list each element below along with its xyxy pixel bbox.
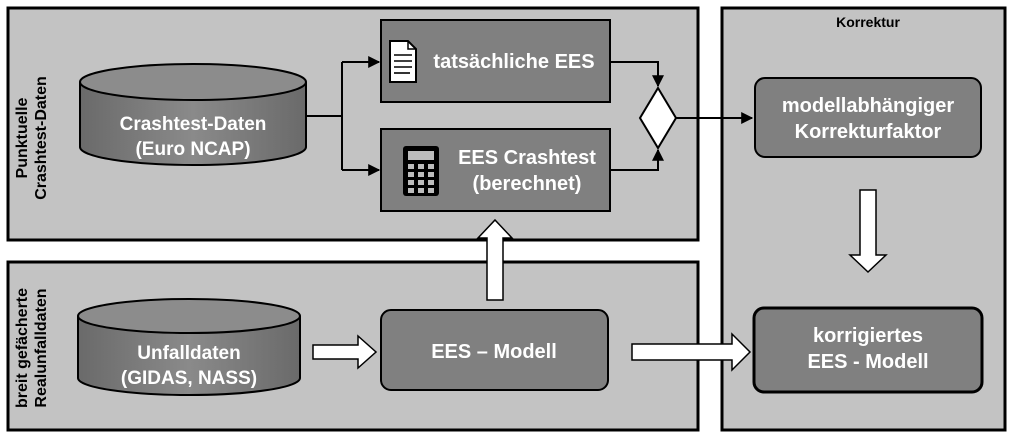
crashtest-db-label-1: Crashtest-Daten <box>120 114 267 135</box>
crashtest-db-label-2: (Euro NCAP) <box>135 139 250 160</box>
document-icon <box>389 40 417 83</box>
correction-factor-label-2: Korrekturfaktor <box>795 121 942 143</box>
block-arrow-model-to-crashtest <box>476 218 514 301</box>
accident-db-label-1: Unfalldaten <box>137 343 240 364</box>
panel-title-korrektur: Korrektur <box>836 14 900 30</box>
panel-label-crashtest-1: Punktuelle <box>14 97 31 178</box>
ees-model-box: EES – Modell <box>380 309 609 391</box>
corrected-model-label-1: korrigiertes <box>813 325 923 347</box>
actual-ees-label: tatsächliche EES <box>433 51 594 73</box>
correction-factor-box: modellabhängiger Korrekturfaktor <box>754 77 982 158</box>
ees-model-label: EES – Modell <box>431 341 557 363</box>
ees-crashtest-box: EES Crashtest (berechnet) <box>380 128 611 212</box>
corrected-model-box: korrigiertes EES - Modell <box>752 306 984 394</box>
accident-database: Unfalldaten (GIDAS, NASS) <box>77 298 301 396</box>
connector-boxes-to-diamond <box>610 61 664 171</box>
actual-ees-box: tatsächliche EES <box>380 19 611 103</box>
ees-crashtest-label-1: EES Crashtest <box>458 147 596 169</box>
calculator-icon <box>403 146 439 196</box>
accident-db-label-2: (GIDAS, NASS) <box>121 368 257 389</box>
ees-crashtest-label-2: (berechnet) <box>473 173 582 195</box>
crashtest-database: Crashtest-Daten (Euro NCAP) <box>79 63 307 166</box>
block-arrow-factor-to-corrected <box>848 189 888 274</box>
corrected-model-label-2: EES - Modell <box>807 351 928 373</box>
correction-factor-label-1: modellabhängiger <box>782 95 954 117</box>
panel-label-realunfall-1: breit gefächerte <box>14 288 31 408</box>
panel-label-crashtest-2: Crashtest-Daten <box>33 76 50 200</box>
panel-label-realunfall-2: Realunfalldaten <box>33 288 50 407</box>
comparison-diamond <box>638 86 678 150</box>
connector-db-to-boxes <box>306 56 381 176</box>
block-arrow-model-to-corrected <box>631 332 752 372</box>
block-arrow-db-to-model <box>312 334 378 370</box>
